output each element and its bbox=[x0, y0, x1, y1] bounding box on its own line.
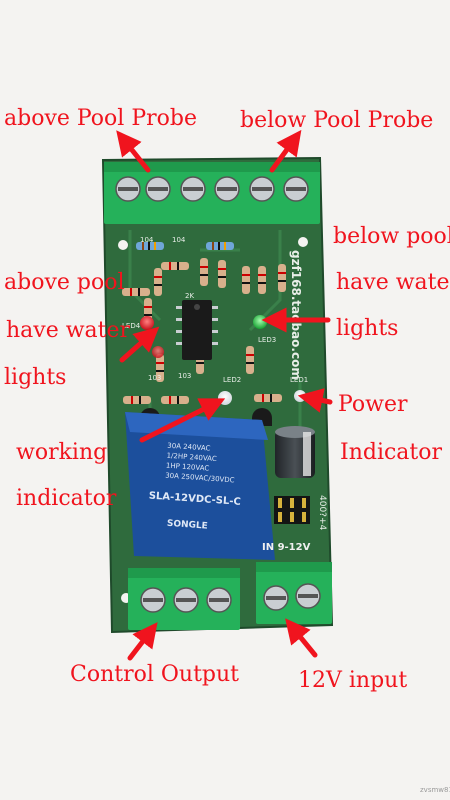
label-power-1: Power bbox=[338, 392, 408, 417]
top-terminal-block bbox=[104, 162, 320, 224]
arrow-above-led bbox=[119, 326, 160, 363]
mounting-hole bbox=[118, 240, 128, 250]
relay: 30A 250VAC/30VDC 1HP 120VAC 1/2HP 240VAC… bbox=[125, 412, 275, 560]
control-output-terminal bbox=[128, 568, 240, 630]
label-below-pool-probe: below Pool Probe bbox=[240, 108, 434, 133]
input-voltage-silk: IN 9-12V bbox=[262, 542, 311, 553]
label-below-pool-1: below pool bbox=[333, 224, 450, 249]
silk-103b: 103 bbox=[148, 374, 161, 382]
label-power-2: Indicator bbox=[340, 440, 443, 465]
label-control-output: Control Output bbox=[70, 662, 240, 687]
above-pool-led bbox=[140, 316, 154, 330]
pin-header bbox=[274, 496, 310, 524]
silk-cap-label: 400?+4 bbox=[317, 495, 327, 530]
arrow-working-led bbox=[139, 398, 226, 443]
probe-screws bbox=[115, 176, 309, 202]
label-below-pool-3: lights bbox=[336, 316, 399, 341]
working-led bbox=[218, 391, 232, 405]
silk-led4: LED4 bbox=[122, 322, 141, 330]
label-above-pool-1: above pool bbox=[4, 270, 125, 295]
label-above-pool-probe: above Pool Probe bbox=[4, 106, 197, 131]
relay-brand: SONGLE bbox=[167, 519, 209, 532]
below-pool-led bbox=[253, 315, 267, 329]
power-input-terminal bbox=[256, 562, 332, 624]
arrow-power-led bbox=[297, 388, 333, 413]
relay-rating-4: 30A 240VAC bbox=[167, 442, 211, 453]
label-below-pool-2: have water bbox=[336, 270, 450, 295]
ic-chip bbox=[176, 300, 218, 360]
above-pool-led-glow bbox=[152, 346, 164, 358]
label-above-pool-2: have water bbox=[6, 318, 131, 343]
arrow-control-output bbox=[127, 622, 158, 661]
silk-103a: 103 bbox=[178, 372, 191, 380]
label-12v-input: 12V input bbox=[298, 668, 408, 693]
arrow-below-probe bbox=[269, 129, 302, 173]
label-working-2: indicator bbox=[16, 486, 117, 511]
label-working-1: working bbox=[16, 440, 108, 465]
relay-rating-2: 1HP 120VAC bbox=[166, 462, 210, 473]
silk-104a: 104 bbox=[140, 236, 154, 244]
silk-104b: 104 bbox=[172, 236, 186, 244]
annotation-arrows bbox=[116, 129, 333, 661]
silk-led2: LED2 bbox=[223, 376, 241, 384]
arrow-12v-input bbox=[285, 618, 318, 658]
watermark-text: zvsmw81 bbox=[420, 786, 450, 794]
mounting-hole bbox=[298, 237, 308, 247]
silk-led1: LED1 bbox=[290, 376, 308, 384]
arrow-above-probe bbox=[116, 130, 151, 173]
electrolytic-capacitor bbox=[275, 426, 315, 478]
power-led bbox=[294, 390, 306, 402]
silk-led3: LED3 bbox=[258, 336, 276, 344]
silk-2k: 2K bbox=[185, 292, 194, 300]
relay-rating-3: 1/2HP 240VAC bbox=[166, 452, 217, 463]
label-above-pool-3: lights bbox=[4, 365, 67, 390]
silk-url: gzf168.taobao.com bbox=[289, 250, 303, 380]
